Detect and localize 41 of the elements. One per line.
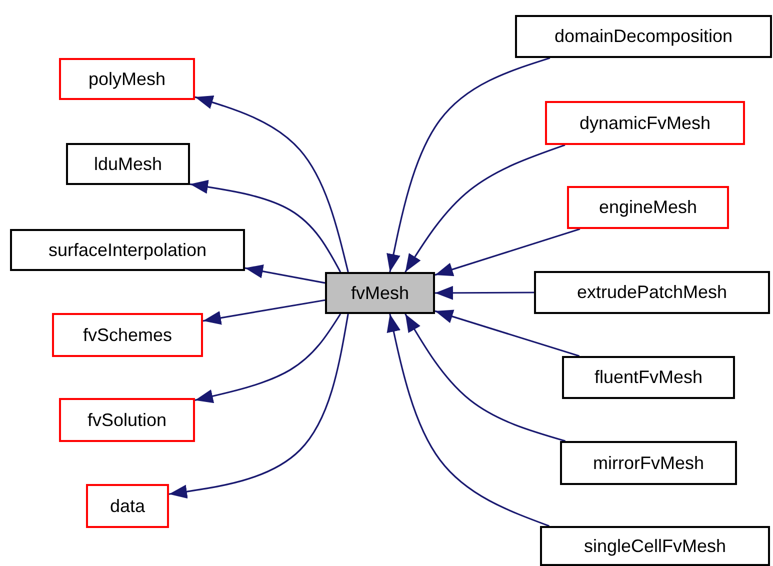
class-box	[540, 526, 770, 566]
class-box	[515, 15, 772, 58]
class-box	[86, 484, 169, 528]
arrow	[194, 314, 342, 404]
class-box	[10, 229, 245, 271]
class-box	[562, 356, 735, 399]
arrow	[404, 144, 566, 272]
class-name: fvSchemes	[82, 324, 172, 346]
class-box	[545, 101, 745, 145]
class-name: singleCellFvMesh	[584, 536, 726, 556]
arrow	[404, 314, 566, 442]
arrow	[435, 286, 534, 300]
arrow	[190, 180, 342, 272]
arrow	[194, 96, 349, 272]
class-name: domainDecomposition	[554, 26, 733, 47]
class-name: mirrorFvMesh	[593, 452, 704, 474]
class-name: dynamicFvMesh	[579, 112, 711, 134]
arrow	[168, 314, 349, 499]
class-name: surfaceInterpolation	[48, 240, 207, 260]
class-name: data	[110, 496, 146, 516]
arrow	[434, 310, 580, 357]
class-box	[567, 186, 729, 229]
class-box	[59, 58, 195, 100]
arrow	[386, 57, 550, 272]
arrow	[202, 299, 326, 325]
class-name: fvSolution	[87, 410, 167, 430]
class-name: lduMesh	[94, 154, 162, 174]
class-name: polyMesh	[88, 68, 166, 90]
arrow	[386, 314, 550, 527]
class-box	[325, 272, 435, 314]
class-box	[534, 271, 770, 314]
class-name: extrudePatchMesh	[576, 282, 728, 303]
class-name: fvMesh	[350, 282, 410, 304]
class-box	[560, 441, 737, 485]
class-box	[66, 143, 190, 185]
class-box	[59, 398, 195, 442]
class-box	[52, 313, 203, 357]
arrow	[244, 264, 326, 284]
class-name: fluentFvMesh	[594, 367, 703, 388]
class-name: engineMesh	[598, 197, 698, 218]
arrow	[434, 228, 580, 276]
